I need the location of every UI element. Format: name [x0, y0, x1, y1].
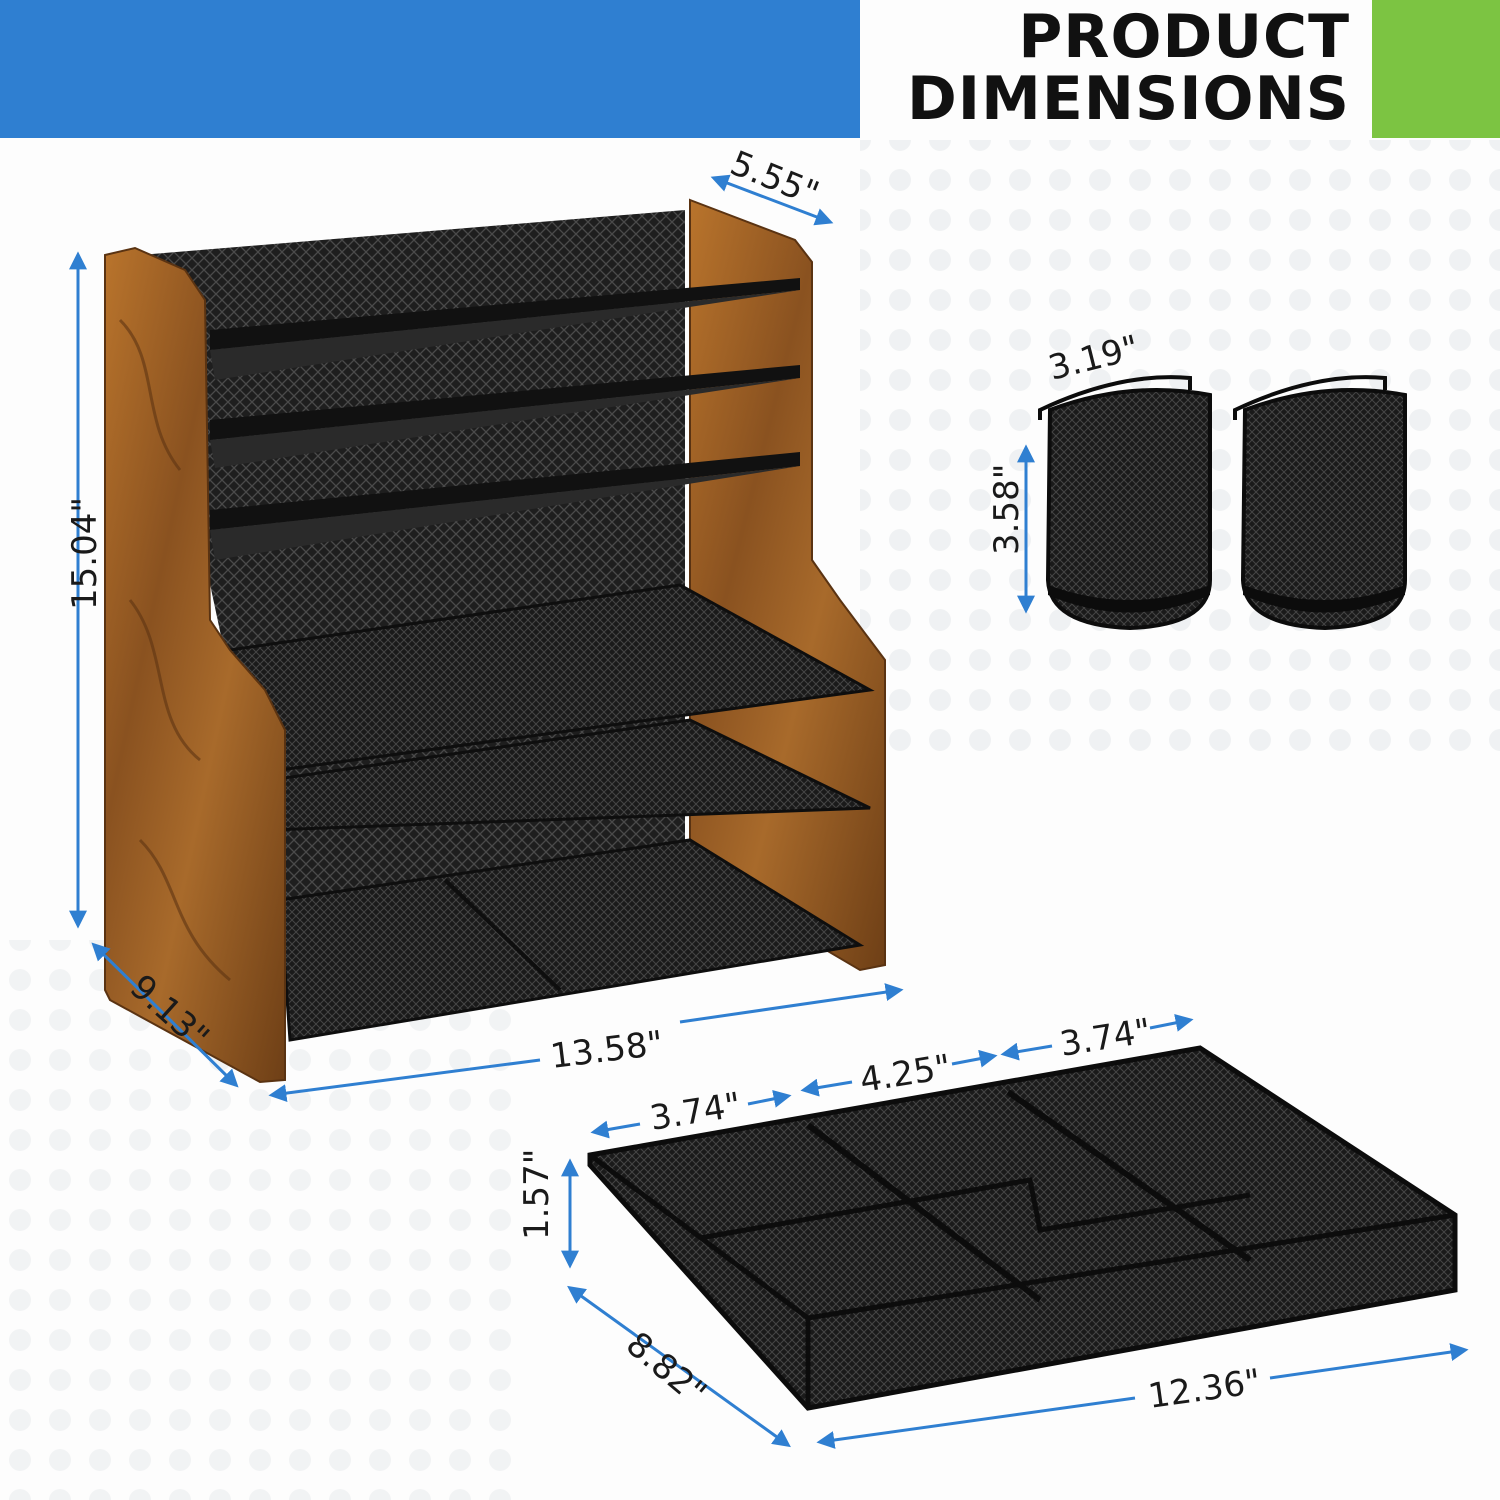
tray-depth-label: 8.82"	[618, 1324, 714, 1413]
organizer-width-label: 13.58"	[548, 1023, 665, 1076]
organizer-depth-top-label: 5.55"	[725, 143, 825, 214]
file-organizer	[104, 198, 886, 1084]
pen-cup-right	[1233, 375, 1407, 631]
green-header-band	[1372, 0, 1500, 138]
pen-cup-left	[1038, 375, 1212, 631]
upper-shelves	[210, 278, 800, 560]
title-line-2: DIMENSIONS	[906, 64, 1350, 134]
cup-height-label: 3.58"	[987, 464, 1027, 555]
organizer-height-label: 15.04"	[65, 497, 105, 610]
right-side-panel	[689, 198, 886, 972]
tray-width-label: 12.36"	[1146, 1362, 1263, 1417]
organizer-dimension-arrows	[69, 174, 904, 1103]
mesh-tray	[587, 1045, 1458, 1411]
title-line-1: PRODUCT	[1018, 2, 1350, 72]
blue-header-band	[0, 0, 860, 138]
lower-trays	[227, 583, 875, 1042]
tray-dimension-arrows	[561, 1013, 1469, 1449]
page-title: PRODUCT DIMENSIONS	[907, 6, 1350, 130]
tray-height-label: 1.57"	[517, 1149, 557, 1240]
